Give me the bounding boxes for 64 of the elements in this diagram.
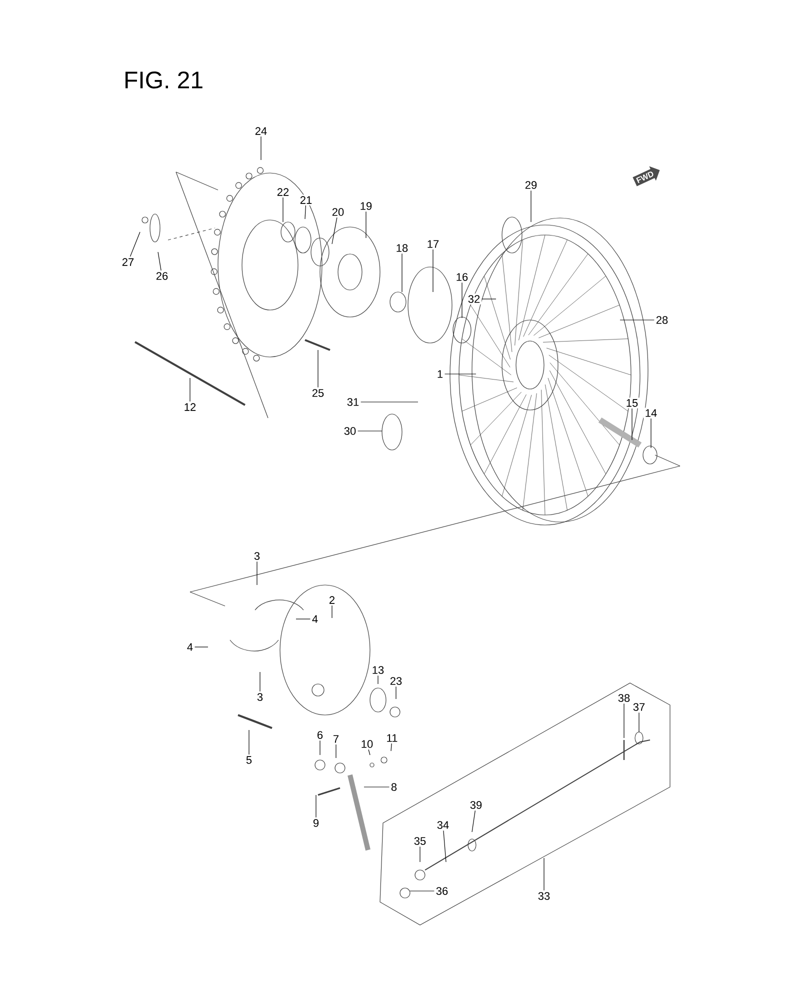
leader-line — [472, 810, 476, 832]
leader-line — [368, 749, 370, 756]
callout-number: 26 — [154, 270, 170, 282]
callout-number: 38 — [616, 692, 632, 704]
leader-line — [194, 646, 208, 648]
leader-line — [260, 136, 262, 160]
leader-line — [332, 217, 338, 244]
callout-number: 13 — [370, 664, 386, 676]
callout-number: 6 — [315, 730, 325, 740]
callout-number: 9 — [311, 818, 321, 828]
callout-number: 3 — [252, 550, 262, 562]
callout-number: 31 — [345, 396, 361, 408]
callout-number: 4 — [185, 642, 195, 652]
callout-number: 23 — [388, 676, 404, 686]
callout-number: 29 — [523, 180, 539, 190]
callout-number: 37 — [631, 702, 647, 712]
callout-number: 33 — [536, 890, 552, 902]
callout-number: 21 — [298, 194, 314, 206]
callout-number: 8 — [389, 782, 399, 792]
callout-number: 11 — [384, 732, 400, 744]
leader-line — [364, 786, 390, 788]
callout-number: 32 — [466, 294, 482, 304]
leader-line — [443, 830, 446, 862]
callout-number: 2 — [327, 594, 337, 606]
callout-number: 34 — [435, 820, 451, 830]
callout-number: 27 — [120, 256, 136, 268]
leader-line — [296, 618, 311, 620]
leader-line — [432, 249, 434, 292]
callout-number: 39 — [468, 800, 484, 810]
callout-number: 20 — [330, 206, 346, 218]
callout-number: 12 — [182, 402, 198, 412]
leader-line — [248, 730, 250, 755]
leader-line — [304, 205, 306, 220]
callout-number: 22 — [275, 186, 291, 198]
callout-number: 4 — [310, 614, 320, 624]
leader-line — [282, 197, 284, 222]
leader-line — [638, 712, 640, 732]
callout-number: 35 — [412, 836, 428, 846]
leader-line — [358, 430, 382, 432]
callout-number: 7 — [331, 734, 341, 744]
callout-number: 3 — [255, 692, 265, 702]
leader-line — [410, 890, 434, 892]
callout-number: 24 — [253, 126, 269, 136]
callout-number: 16 — [454, 272, 470, 282]
callout-number: 30 — [342, 426, 358, 436]
leader-line — [390, 743, 392, 752]
callout-number: 14 — [643, 408, 659, 418]
leader-line — [482, 298, 496, 300]
leader-line — [256, 561, 258, 586]
callout-number: 19 — [358, 200, 374, 212]
leader-line — [158, 252, 162, 271]
callout-number: 1 — [435, 368, 445, 380]
callout-number: 17 — [425, 238, 441, 250]
callout-number: 15 — [624, 398, 640, 408]
leader-line — [650, 418, 652, 448]
callout-number: 36 — [434, 886, 450, 896]
figure-title: FIG. 21 — [126, 72, 202, 88]
leader-line — [530, 190, 532, 222]
callout-number: 5 — [244, 754, 254, 766]
callout-number: 18 — [394, 242, 410, 254]
callout-number: 25 — [310, 388, 326, 398]
callout-number: 28 — [654, 314, 670, 326]
leader-line — [130, 232, 140, 257]
callout-number: 10 — [359, 738, 375, 750]
